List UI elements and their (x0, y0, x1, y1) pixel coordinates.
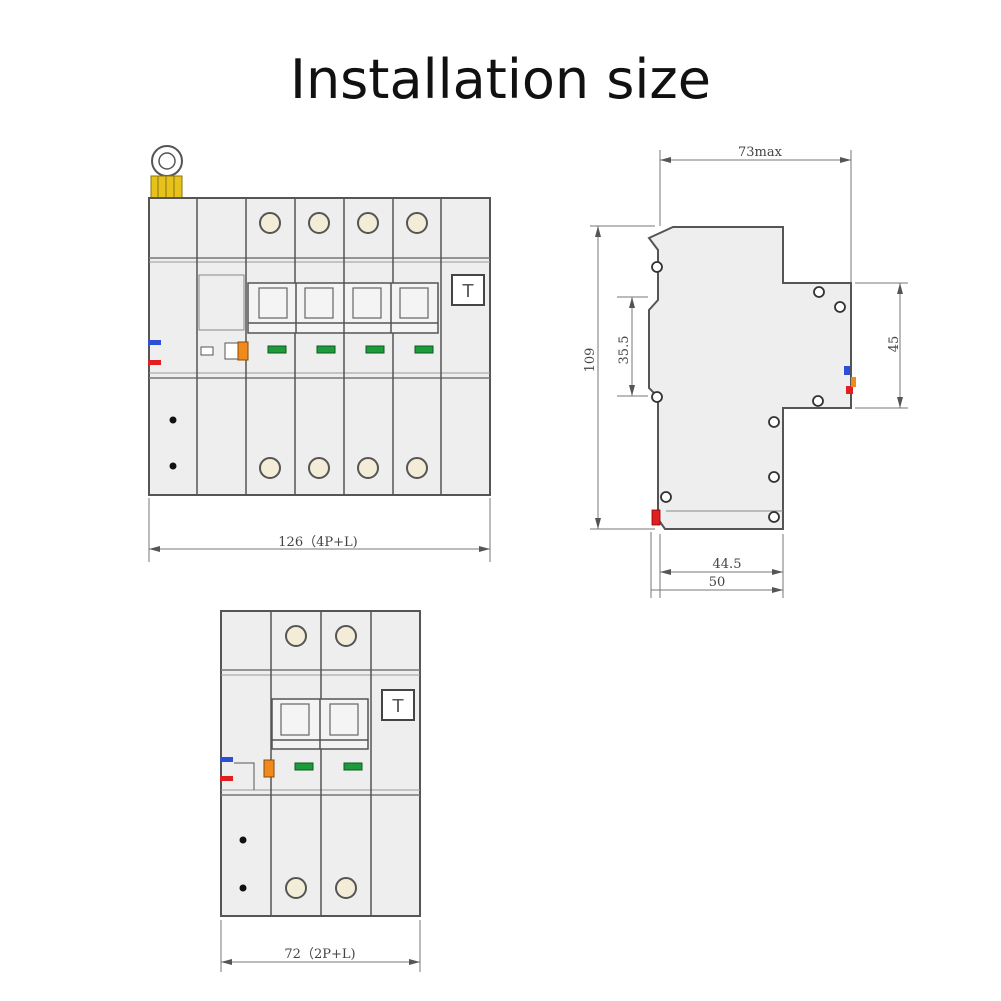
blue-wire-2p (220, 757, 233, 762)
bottom-terminals-4p (259, 457, 428, 479)
svg-text:72（2P+L): 72（2P+L) (284, 947, 355, 962)
test-button-4p: T (451, 274, 485, 306)
svg-text:T: T (392, 696, 405, 717)
page-title: Installation size (290, 48, 711, 111)
status-indicators-2p (294, 762, 363, 771)
dimension-width-4p: 126（4P+L) (148, 498, 491, 562)
side-view: 73max 109 35.5 45 (583, 145, 908, 598)
side-profile (647, 226, 852, 530)
red-wire (148, 360, 161, 365)
trip-indicator (237, 341, 249, 361)
top-connector (150, 145, 183, 199)
side-screws (651, 261, 846, 523)
front-view-2p: T 72（2P+L) (220, 610, 421, 972)
svg-text:126（4P+L): 126（4P+L) (278, 535, 357, 550)
svg-text:44.5: 44.5 (713, 557, 742, 572)
trip-indicator-2p (263, 759, 275, 778)
status-indicators-4p (267, 345, 434, 354)
dimension-top-width: 73max (659, 145, 852, 282)
svg-text:T: T (462, 281, 475, 302)
top-terminals-2p (285, 625, 357, 647)
svg-text:45: 45 (887, 336, 902, 353)
bottom-terminals-2p (285, 877, 357, 899)
red-wire-2p (220, 776, 233, 781)
front-view-4p: T 126（4P+L) (148, 145, 491, 562)
dimension-front-height: 45 (855, 282, 908, 409)
switch-handles-4p (247, 282, 439, 334)
dimension-rail: 35.5 (617, 296, 648, 397)
svg-text:73max: 73max (738, 145, 783, 160)
svg-text:35.5: 35.5 (617, 336, 632, 365)
dimension-depth: 44.5 50 (650, 532, 784, 598)
svg-text:50: 50 (709, 575, 726, 590)
blue-wire (148, 340, 161, 345)
dimension-width-2p: 72（2P+L) (220, 920, 421, 972)
dimension-height: 109 (583, 225, 655, 530)
test-button-2p: T (381, 689, 415, 721)
svg-text:109: 109 (583, 348, 598, 373)
top-terminals-4p (259, 212, 428, 234)
switch-handles-2p (271, 698, 369, 750)
